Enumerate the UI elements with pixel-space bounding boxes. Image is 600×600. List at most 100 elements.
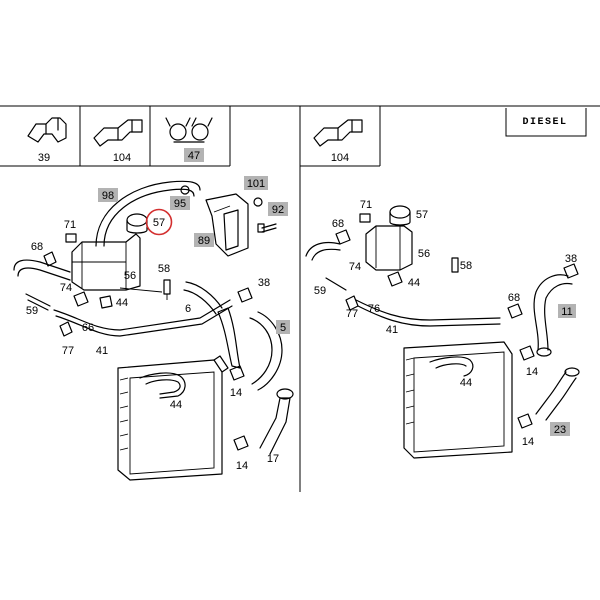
expansion-tank-56-drawing bbox=[71, 233, 141, 291]
bracket-39-drawing bbox=[27, 117, 67, 143]
overflow-hose-59-drawing bbox=[13, 259, 71, 311]
right-expansion-tank-drawing bbox=[365, 225, 413, 271]
right-clamp-14b-drawing bbox=[517, 413, 533, 429]
right-clamp-68b-drawing bbox=[507, 303, 523, 319]
clamp-14b-drawing bbox=[233, 435, 249, 451]
label-14-upper[interactable]: 14 bbox=[230, 387, 242, 399]
bracket-104-drawing-left bbox=[93, 119, 143, 147]
right-label-23[interactable]: 23 bbox=[554, 424, 566, 436]
label-47[interactable]: 47 bbox=[188, 150, 200, 162]
bolt-92-drawing bbox=[257, 223, 277, 233]
right-label-11-box bbox=[558, 304, 576, 318]
right-clamp-68-drawing bbox=[335, 229, 351, 245]
clamp-44-drawing bbox=[99, 295, 113, 309]
label-98[interactable]: 98 bbox=[102, 190, 114, 202]
right-label-38[interactable]: 38 bbox=[565, 253, 577, 265]
label-17[interactable]: 17 bbox=[267, 453, 279, 465]
right-label-59[interactable]: 59 bbox=[314, 285, 326, 297]
label-89[interactable]: 89 bbox=[198, 235, 210, 247]
right-label-58[interactable]: 58 bbox=[460, 260, 472, 272]
label-74[interactable]: 74 bbox=[60, 282, 72, 294]
label-5-box bbox=[276, 320, 290, 334]
right-label-23-box bbox=[550, 422, 570, 436]
label-71[interactable]: 71 bbox=[64, 219, 76, 231]
right-hose-41-drawing bbox=[355, 299, 501, 327]
grommet-drawing bbox=[253, 197, 263, 207]
right-label-11[interactable]: 11 bbox=[561, 306, 572, 318]
label-95-box bbox=[170, 196, 190, 210]
right-label-77[interactable]: 77 bbox=[346, 308, 358, 320]
label-101[interactable]: 101 bbox=[247, 178, 265, 190]
clamp-38-drawing bbox=[237, 287, 253, 303]
right-label-68-lower[interactable]: 68 bbox=[508, 292, 520, 304]
right-label-57[interactable]: 57 bbox=[416, 209, 428, 221]
sensor-58-drawing bbox=[119, 279, 171, 300]
label-68[interactable]: 68 bbox=[31, 241, 43, 253]
right-overflow-hose-drawing bbox=[305, 241, 347, 291]
label-77[interactable]: 77 bbox=[62, 345, 74, 357]
label-95[interactable]: 95 bbox=[174, 198, 186, 210]
label-92[interactable]: 92 bbox=[272, 204, 284, 216]
clamp-74-drawing bbox=[73, 291, 89, 307]
label-104-left[interactable]: 104 bbox=[113, 152, 131, 164]
hose-5-drawing bbox=[217, 307, 283, 391]
right-label-14-upper[interactable]: 14 bbox=[526, 366, 538, 378]
label-5[interactable]: 5 bbox=[280, 322, 286, 334]
right-label-56[interactable]: 56 bbox=[418, 248, 430, 260]
selected-part-ring bbox=[145, 208, 173, 236]
right-clamp-38-drawing bbox=[563, 263, 579, 279]
label-104-right[interactable]: 104 bbox=[331, 152, 349, 164]
right-label-44-upper[interactable]: 44 bbox=[408, 277, 420, 289]
right-cap-57-drawing bbox=[389, 205, 411, 226]
right-radiator-hose-drawing bbox=[429, 356, 474, 377]
radiator-hose-left-drawing bbox=[139, 372, 186, 399]
hose-17-drawing bbox=[259, 388, 294, 455]
right-label-74[interactable]: 74 bbox=[349, 261, 361, 273]
diesel-badge: DIESEL bbox=[505, 108, 587, 137]
label-39[interactable]: 39 bbox=[38, 152, 50, 164]
radiator-left-drawing bbox=[117, 355, 229, 481]
label-44-upper[interactable]: 44 bbox=[116, 297, 128, 309]
label-89-box bbox=[194, 233, 214, 247]
label-6[interactable]: 6 bbox=[185, 303, 191, 315]
label-92-box bbox=[268, 202, 288, 216]
clamp-14a-drawing bbox=[229, 365, 245, 381]
right-hose-11-drawing bbox=[533, 274, 573, 357]
right-sensor-58-drawing bbox=[451, 257, 459, 273]
clamp-68-drawing bbox=[43, 251, 57, 267]
label-66[interactable]: 66 bbox=[82, 322, 94, 334]
label-57-selected[interactable]: 57 bbox=[153, 217, 165, 229]
clip-95-drawing bbox=[180, 185, 190, 195]
label-98-box bbox=[98, 188, 118, 202]
right-hose-23-drawing bbox=[535, 367, 580, 421]
clamp-47-drawing bbox=[165, 117, 213, 143]
right-label-71[interactable]: 71 bbox=[360, 199, 372, 211]
clamp-77-drawing bbox=[59, 321, 73, 337]
label-59[interactable]: 59 bbox=[26, 305, 38, 317]
right-label-68-upper[interactable]: 68 bbox=[332, 218, 344, 230]
label-44-lower[interactable]: 44 bbox=[170, 399, 182, 411]
hose-6-drawing bbox=[183, 281, 223, 315]
diesel-label: DIESEL bbox=[522, 117, 567, 128]
right-clamp-14a-drawing bbox=[519, 345, 535, 361]
label-14-lower[interactable]: 14 bbox=[236, 460, 248, 472]
label-41[interactable]: 41 bbox=[96, 345, 108, 357]
label-101-box bbox=[244, 176, 268, 190]
radiator-right-drawing bbox=[403, 341, 513, 459]
right-label-14-lower[interactable]: 14 bbox=[522, 436, 534, 448]
cap-57-drawing bbox=[126, 213, 148, 234]
label-47-box bbox=[184, 148, 204, 162]
label-38[interactable]: 38 bbox=[258, 277, 270, 289]
right-label-44-lower[interactable]: 44 bbox=[460, 377, 472, 389]
label-56[interactable]: 56 bbox=[124, 270, 136, 282]
right-clamp-44-drawing bbox=[387, 271, 403, 287]
hose-41-drawing bbox=[53, 299, 233, 337]
label-58[interactable]: 58 bbox=[158, 263, 170, 275]
reservoir-bracket-89-drawing bbox=[205, 193, 249, 257]
right-nut-71-drawing bbox=[359, 213, 371, 223]
hose-98-drawing bbox=[95, 180, 201, 247]
nut-71-drawing bbox=[65, 233, 77, 243]
bracket-104-drawing-right bbox=[313, 119, 363, 147]
right-label-41[interactable]: 41 bbox=[386, 324, 398, 336]
